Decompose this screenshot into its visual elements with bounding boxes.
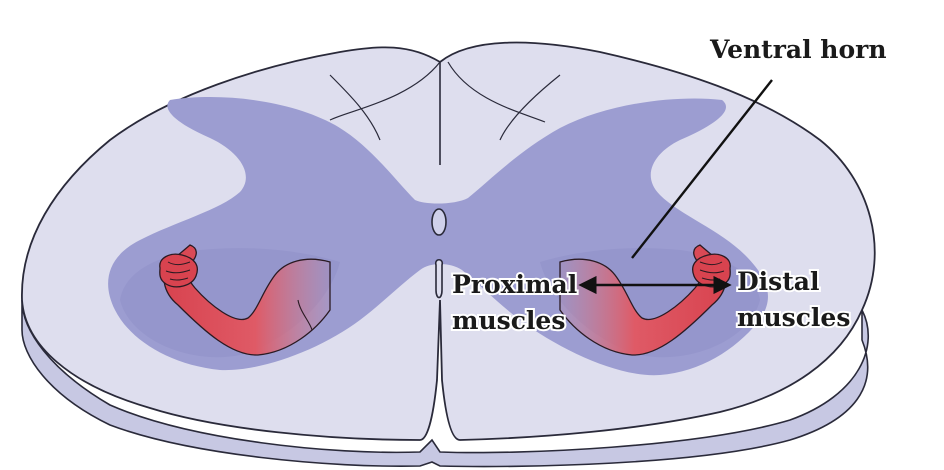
- ventral-horn-label: Ventral horn: [709, 35, 887, 64]
- dorsal-column-line-right: [447, 61, 546, 123]
- central-canal: [431, 208, 447, 236]
- dorsal-column-line-right-inner: [499, 74, 561, 141]
- distal-label-line2: muscles: [737, 303, 850, 332]
- proximal-label-line2: muscles: [452, 306, 565, 335]
- cord-slab-side: [21, 299, 870, 468]
- distal-label-line1: Distal: [737, 267, 820, 296]
- dorsal-column-line-left-inner: [329, 74, 381, 141]
- dorsal-column-line-left: [329, 61, 441, 121]
- ventral-horn-leader-line: [631, 79, 773, 259]
- proximal-label-line1: Proximal: [452, 270, 577, 299]
- left-arm-illustration: [159, 244, 331, 356]
- ventral-median-fissure: [434, 258, 444, 299]
